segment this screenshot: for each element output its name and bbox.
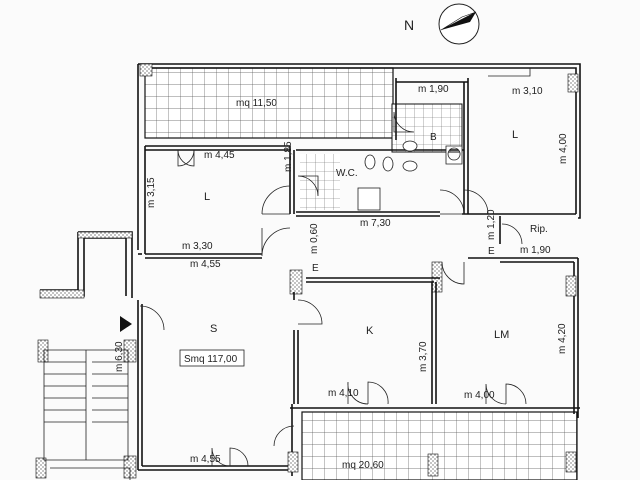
wc-toilet-icon [364,154,376,170]
storage-name: Rip. [530,224,548,235]
living-main-name: LM [494,329,509,341]
area-box: Smq 117,00 [179,349,245,367]
living-main-width: m 4,00 [464,390,495,401]
bedroom-right-width: m 3,10 [512,86,543,97]
e-label-1: E [488,246,495,257]
living-name: S [210,323,217,335]
bedroom-right-name: L [512,129,518,141]
doors [139,68,531,467]
wc-shower-icon [357,187,381,211]
bath-sink-icon [445,145,463,165]
compass: N [404,3,480,45]
terrace-top-label: mq 11,50 [236,98,277,109]
corridor-width: m 7,30 [360,218,391,229]
corridor-depth: m 0,60 [309,223,320,254]
bedroom-left-name: L [204,191,210,203]
room-labels: L m 4,45 m 3,15 m 3,30 L m 3,10 m 4,00 W… [114,84,569,465]
compass-needle-tail-icon [440,11,477,31]
kitchen-name: K [366,325,374,337]
staircase [39,231,133,480]
terrace-bottom: mq 20,60 [301,411,578,480]
fixtures [300,140,463,211]
terrace-top: mq 11,50 [144,67,463,153]
living-depth: m 6,30 [114,341,125,372]
entry-arrow-icon [120,316,132,332]
storage-width: m 1,90 [520,245,551,256]
bath-name: B [430,132,437,143]
bath-toilet-icon [402,140,418,152]
wc-name: W.C. [336,168,358,179]
kitchen-depth: m 3,70 [418,341,429,372]
wc-depth: m 1,85 [283,141,294,172]
bath-bidet-icon [402,160,418,172]
interior-walls [138,78,578,404]
living-bottom: m 4,55 [190,454,221,465]
bedroom-left-depth: m 3,15 [146,177,157,208]
wc-bidet-icon [382,156,394,172]
e-label-2: E [312,263,319,274]
terrace-bottom-label: mq 20,60 [342,460,384,471]
kitchen-width: m 4,10 [328,388,359,399]
bedroom-left-bottom: m 3,30 [182,241,213,252]
outer-walls [35,63,581,479]
living-main-depth: m 4,20 [557,323,568,354]
bedroom-right-depth: m 4,00 [558,133,569,164]
storage-depth: m 1,20 [486,209,497,240]
living-width: m 4,55 [190,259,221,270]
bath-width: m 1,90 [418,84,449,95]
compass-label: N [404,17,414,33]
area-box-label: Smq 117,00 [184,354,238,365]
bedroom-left-width: m 4,45 [204,150,235,161]
